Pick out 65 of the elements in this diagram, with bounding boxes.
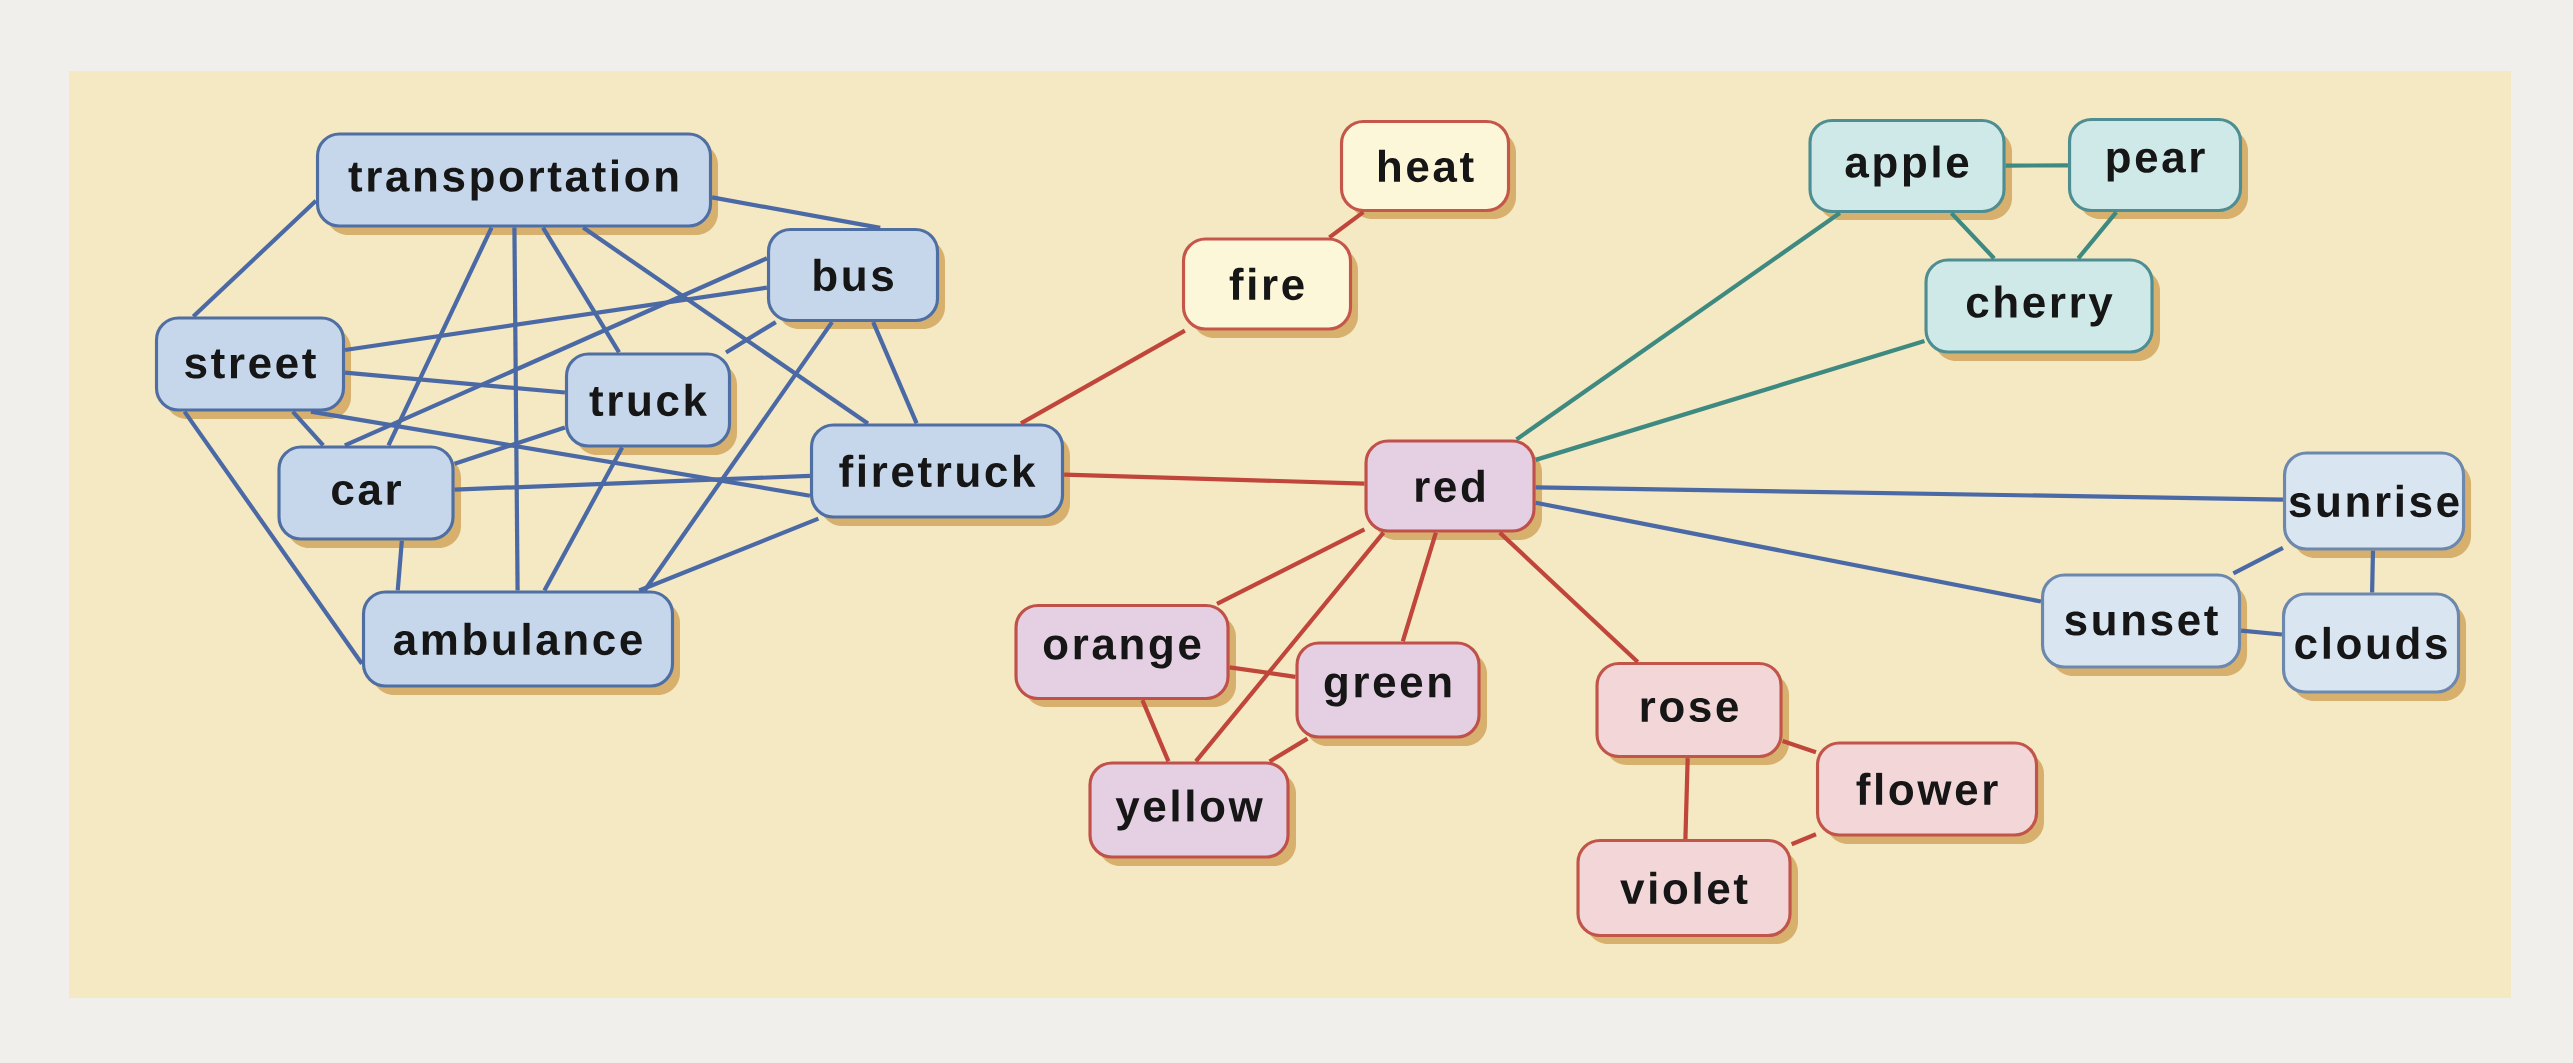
connector-line — [1781, 739, 1817, 755]
connector-line — [1140, 699, 1171, 763]
connector-line — [395, 540, 404, 591]
concept-box: apple — [1808, 118, 2013, 220]
connector-line — [1064, 472, 1365, 486]
concept-box: red — [1364, 439, 1543, 540]
concept-box: pear — [2067, 117, 2249, 219]
connector-line — [386, 226, 494, 447]
concept-box: cherry — [1924, 258, 2161, 361]
connector-line — [871, 321, 919, 425]
connector-line — [344, 285, 768, 353]
connector-line — [1790, 832, 1817, 847]
concept-box: clouds — [2281, 592, 2467, 702]
connector-line — [1535, 339, 1926, 462]
connector-line — [2370, 550, 2376, 593]
connector-line — [1268, 736, 1309, 764]
connector-line — [2232, 546, 2284, 576]
connector-line — [344, 370, 566, 395]
connector-line — [1535, 500, 2042, 604]
connector-line — [1229, 665, 1296, 679]
connector-line — [454, 473, 811, 492]
connector-line — [638, 516, 820, 593]
connector-line — [512, 227, 520, 591]
concept-box: street — [154, 316, 351, 419]
concept-box: car — [277, 445, 461, 549]
connector-line — [1019, 328, 1186, 426]
connector-line — [310, 409, 811, 498]
connector-line — [453, 425, 566, 466]
connector-line — [1683, 758, 1690, 839]
concept-box: truck — [564, 352, 737, 455]
connector-line — [1498, 531, 1640, 664]
connector-line — [291, 410, 325, 447]
concept-box: sunrise — [2282, 451, 2472, 558]
connector-line — [182, 410, 364, 665]
connector-line — [1328, 210, 1365, 240]
connector-line — [2005, 163, 2068, 168]
concept-box: transportation — [315, 132, 718, 235]
concept-box: bus — [766, 227, 945, 329]
concept-box: orange — [1014, 603, 1236, 707]
concept-box: green — [1295, 641, 1488, 746]
concept-box: yellow — [1088, 761, 1296, 866]
concept-box: heat — [1339, 119, 1516, 219]
connector-line — [541, 226, 621, 354]
connector-line — [1194, 531, 1386, 763]
connector-line — [343, 256, 768, 448]
concept-box: fire — [1181, 237, 1358, 338]
connector-line — [2240, 628, 2283, 637]
connector-line — [1216, 527, 1366, 606]
connector-line — [1515, 211, 1842, 442]
concept-box: firetruck — [809, 423, 1070, 526]
concept-box: sunset — [2040, 573, 2248, 676]
concept-box: ambulance — [361, 590, 680, 695]
connector-line — [581, 225, 870, 426]
concept-box: violet — [1576, 838, 1798, 945]
connector-line — [2076, 210, 2118, 260]
connector-line — [711, 195, 881, 230]
connector-line — [191, 199, 318, 318]
connector-line — [1535, 485, 2283, 502]
connector-line — [1949, 211, 1996, 260]
connector-line — [1400, 532, 1438, 643]
connector-line — [724, 320, 777, 355]
connector-line — [642, 320, 834, 592]
connector-line — [542, 446, 624, 592]
concept-box: rose — [1595, 661, 1789, 765]
concept-box: flower — [1815, 741, 2045, 845]
